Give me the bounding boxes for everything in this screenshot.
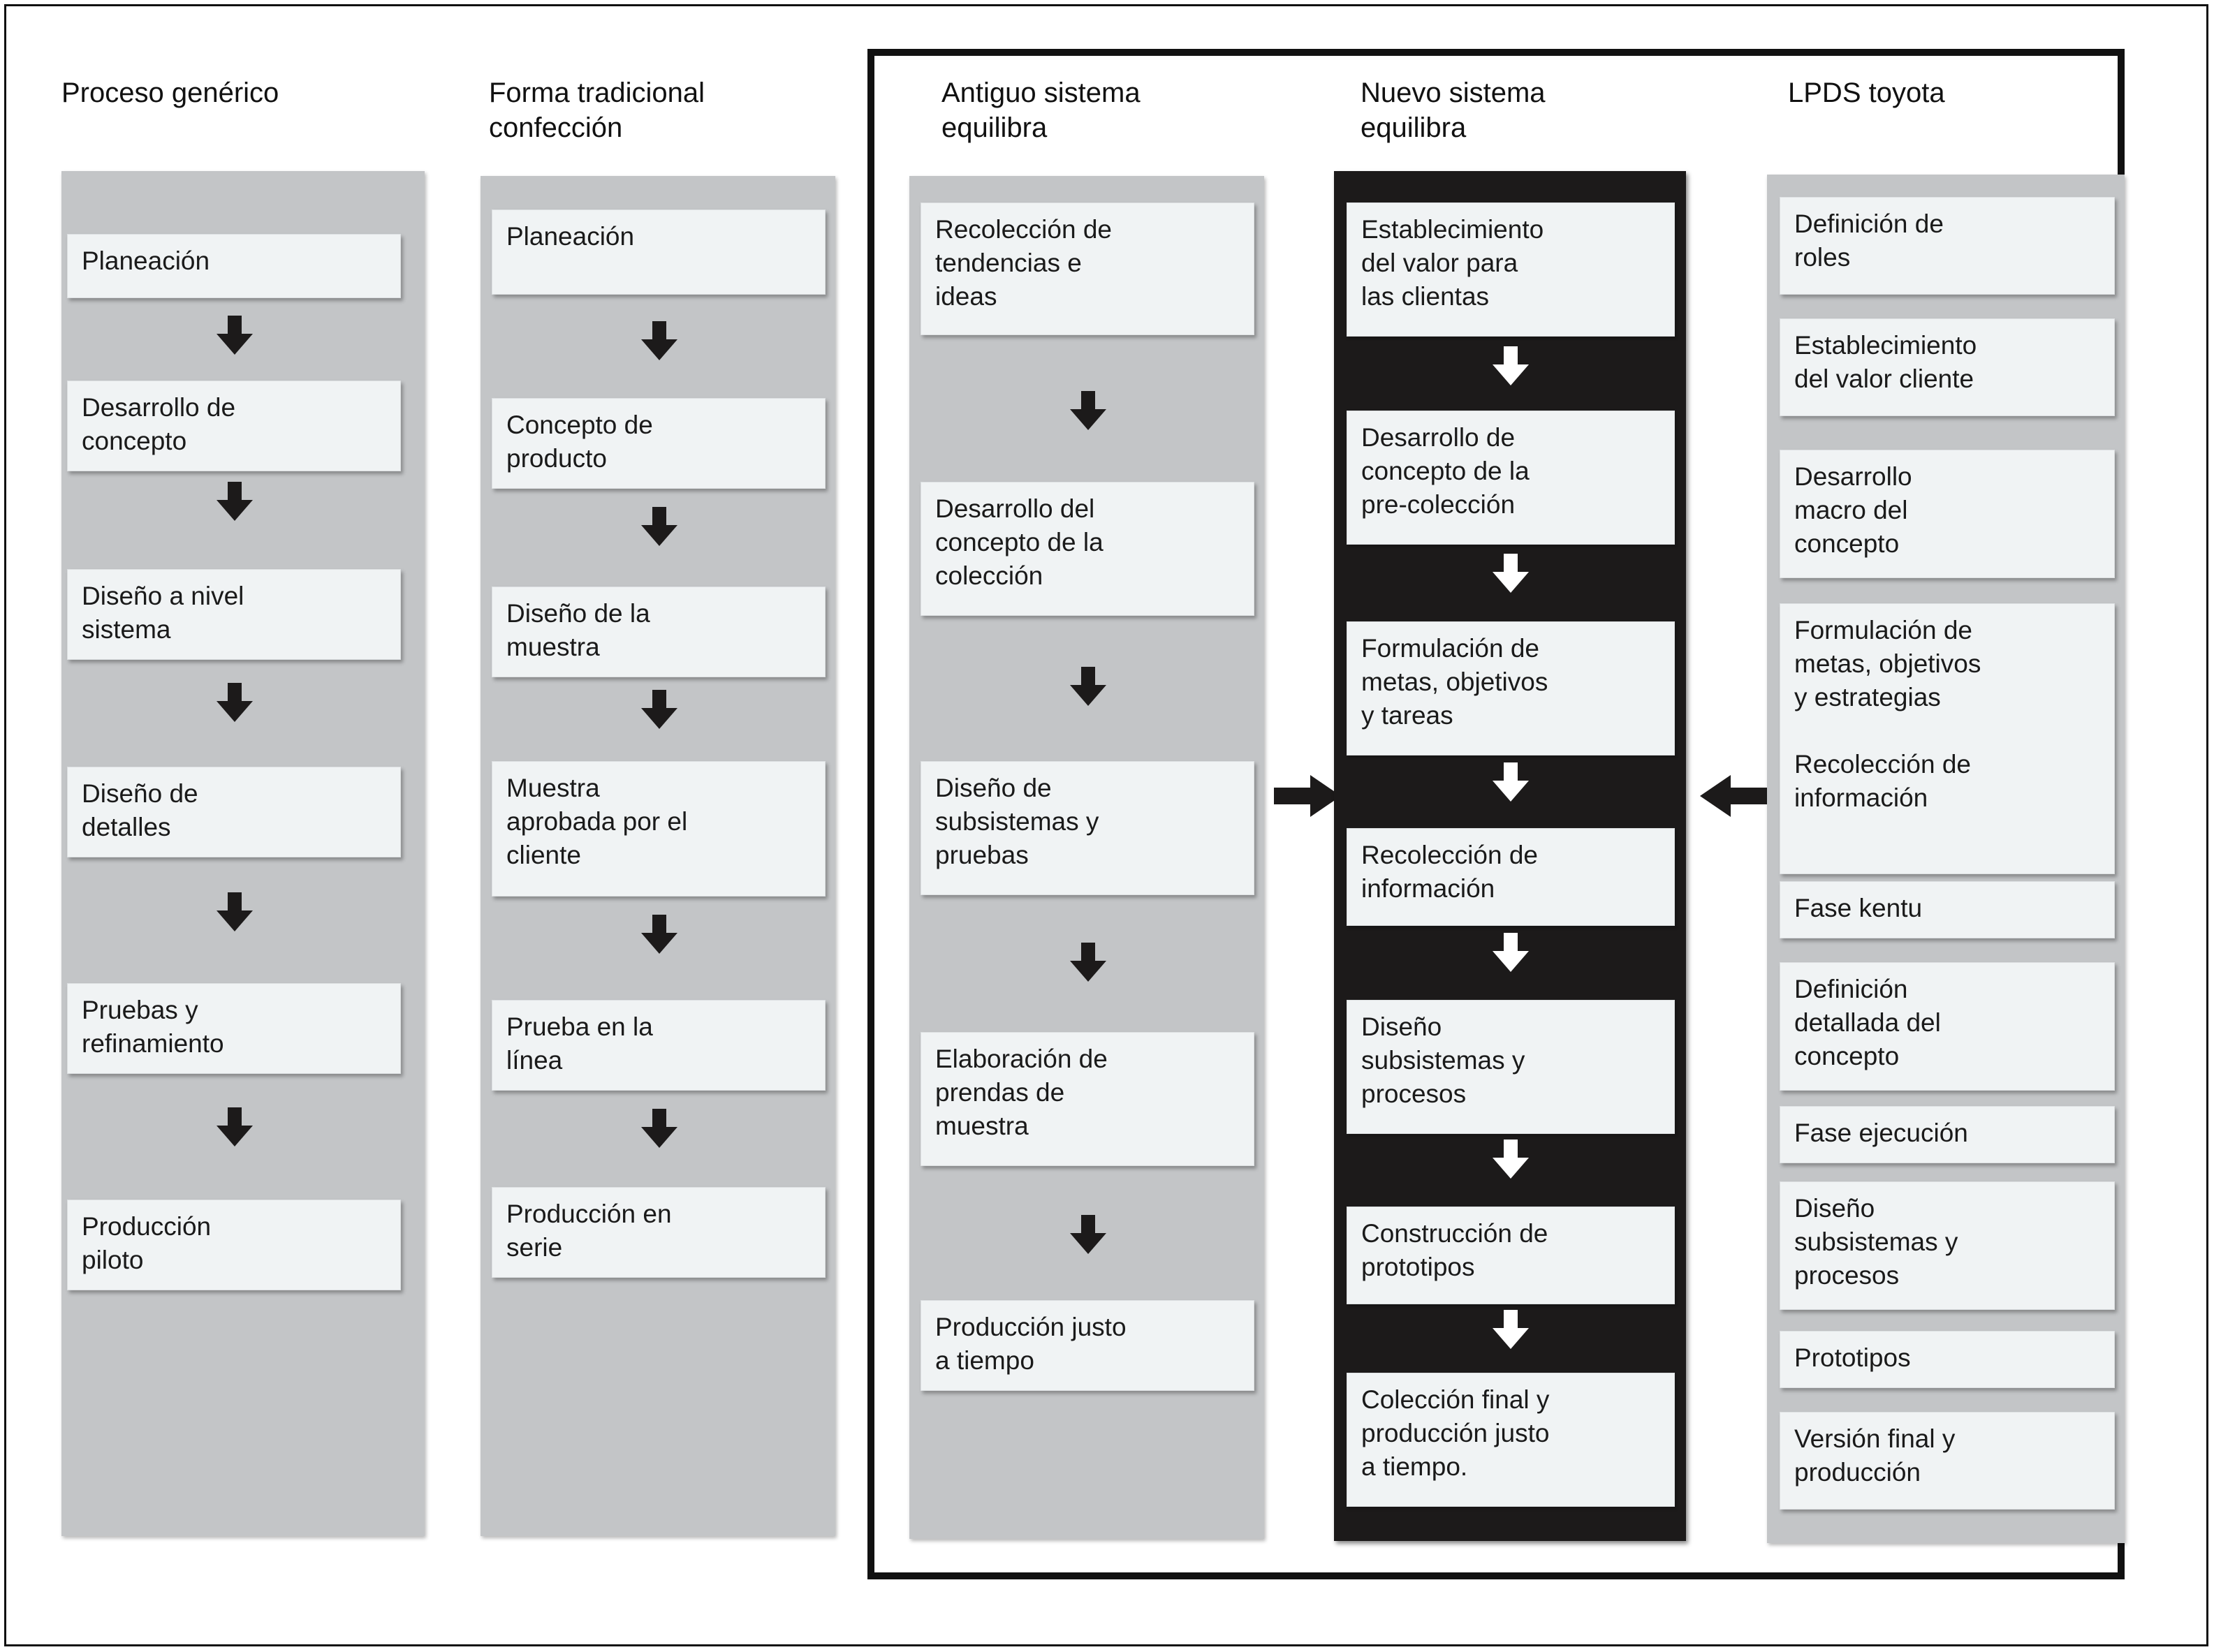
- arrow-down-icon: [641, 1109, 677, 1148]
- step-box[interactable]: Establecimiento del valor cliente: [1780, 318, 2115, 416]
- step-box[interactable]: Elaboración de prendas de muestra: [921, 1032, 1254, 1166]
- step-box[interactable]: Diseño subsistemas y procesos: [1780, 1181, 2115, 1310]
- arrow-down-icon: [641, 321, 677, 360]
- column-title: Nuevo sistema equilibra: [1361, 78, 1546, 143]
- step-box[interactable]: Construcción de prototipos: [1347, 1207, 1675, 1304]
- step-box[interactable]: Producción justo a tiempo: [921, 1300, 1254, 1391]
- step-box[interactable]: Pruebas y refinamiento: [67, 983, 401, 1074]
- arrow-down-icon: [217, 1107, 253, 1146]
- step-box[interactable]: Producción piloto: [67, 1200, 401, 1290]
- step-box[interactable]: Diseño a nivel sistema: [67, 569, 401, 660]
- arrow-down-icon: [217, 482, 253, 521]
- arrow-down-icon: [217, 316, 253, 355]
- arrow-down-icon: [1493, 346, 1529, 385]
- step-box[interactable]: Fase kentu: [1780, 881, 2115, 938]
- step-box[interactable]: Formulación de metas, objetivos y tareas: [1347, 621, 1675, 755]
- step-box[interactable]: Desarrollo del concepto de la colección: [921, 482, 1254, 616]
- step-box[interactable]: Prueba en la línea: [492, 1000, 826, 1091]
- page-border: [4, 4, 2208, 1646]
- step-box[interactable]: Establecimiento del valor para las clien…: [1347, 202, 1675, 337]
- step-box[interactable]: Colección final y producción justo a tie…: [1347, 1373, 1675, 1507]
- arrow-down-icon: [641, 507, 677, 546]
- step-box[interactable]: Diseño de detalles: [67, 767, 401, 857]
- step-box[interactable]: Fase ejecución: [1780, 1106, 2115, 1163]
- step-box[interactable]: Diseño de subsistemas y pruebas: [921, 761, 1254, 895]
- arrow-down-icon: [1493, 1140, 1529, 1179]
- step-box[interactable]: Concepto de producto: [492, 398, 826, 489]
- column-title: LPDS toyota: [1788, 78, 1945, 108]
- arrow-down-icon: [217, 892, 253, 931]
- arrow-down-icon: [1070, 1215, 1106, 1254]
- arrow-down-icon: [641, 915, 677, 954]
- arrow-down-icon: [1493, 1310, 1529, 1349]
- arrow-right-icon-inner: [1274, 775, 1341, 817]
- arrow-down-icon: [1070, 667, 1106, 706]
- step-box[interactable]: Definición detallada del concepto: [1780, 962, 2115, 1091]
- arrow-down-icon: [641, 690, 677, 729]
- step-box[interactable]: Formulación de metas, objetivos y estrat…: [1780, 603, 2115, 874]
- arrow-down-icon: [1493, 554, 1529, 593]
- step-box[interactable]: Producción en serie: [492, 1187, 826, 1278]
- arrow-down-icon: [1493, 762, 1529, 802]
- step-box[interactable]: Definición de roles: [1780, 197, 2115, 295]
- column-title: Proceso genérico: [61, 78, 279, 108]
- step-box[interactable]: Versión final y producción: [1780, 1412, 2115, 1510]
- step-box[interactable]: Planeación: [67, 234, 401, 298]
- step-box[interactable]: Muestra aprobada por el cliente: [492, 761, 826, 897]
- step-box[interactable]: Diseño subsistemas y procesos: [1347, 1000, 1675, 1134]
- step-box[interactable]: Desarrollo de concepto: [67, 381, 401, 471]
- step-box[interactable]: Diseño de la muestra: [492, 587, 826, 677]
- column-title: Antiguo sistema equilibra: [941, 78, 1141, 143]
- step-box[interactable]: Recolección de información: [1347, 828, 1675, 926]
- arrow-down-icon: [1070, 943, 1106, 982]
- step-box[interactable]: Desarrollo de concepto de la pre-colecci…: [1347, 411, 1675, 545]
- arrow-down-icon: [1070, 391, 1106, 430]
- arrow-left-icon: [1700, 775, 1767, 817]
- step-box[interactable]: Planeación: [492, 209, 826, 295]
- step-box[interactable]: Prototipos: [1780, 1331, 2115, 1388]
- arrow-down-icon: [217, 683, 253, 722]
- column-title: Forma tradicional confección: [489, 78, 705, 143]
- arrow-down-icon: [1493, 933, 1529, 972]
- step-box[interactable]: Recolección de tendencias e ideas: [921, 202, 1254, 335]
- step-box[interactable]: Desarrollo macro del concepto: [1780, 450, 2115, 578]
